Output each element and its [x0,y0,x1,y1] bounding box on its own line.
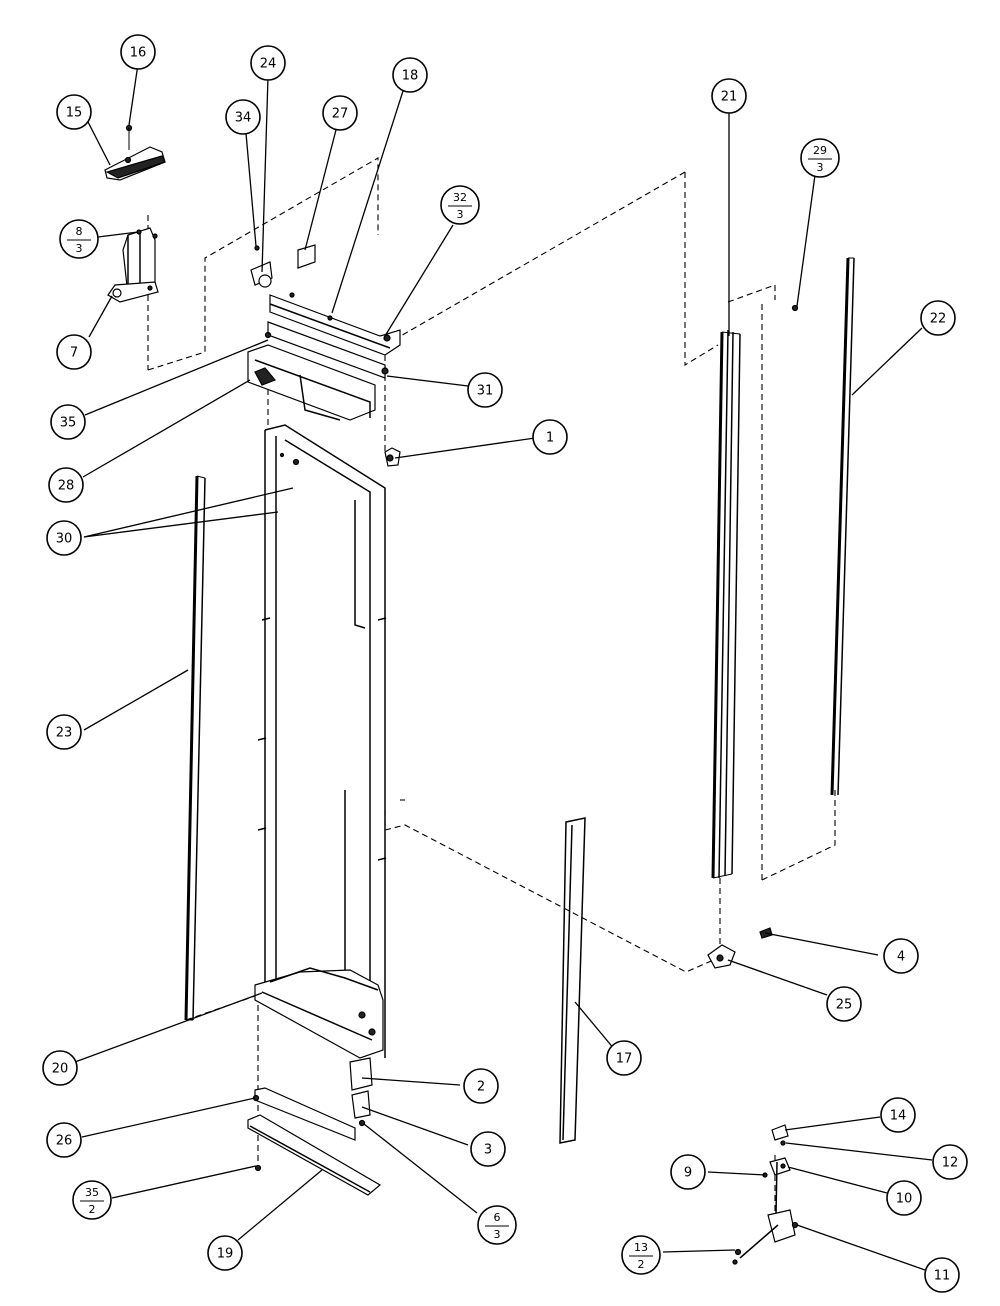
svg-text:27: 27 [332,107,349,122]
callouts: 16 15 8 3 7 24 34 27 18 [42,34,968,1293]
callout-13-over-2: 13 2 [621,1235,661,1275]
svg-text:12: 12 [942,1156,959,1171]
callout-30: 30 [46,520,82,556]
callout-16: 16 [120,34,156,70]
callout-21: 21 [711,78,747,114]
svg-text:3: 3 [457,208,464,221]
callout-25: 25 [826,986,862,1022]
vertical-strip-17-part [559,817,586,1144]
right-trim-22-part [830,257,855,796]
svg-text:3: 3 [484,1143,492,1158]
svg-text:35: 35 [85,1186,99,1199]
svg-text:24: 24 [260,57,277,72]
callout-19: 19 [207,1235,243,1271]
svg-text:35: 35 [60,416,77,431]
callout-15: 15 [56,94,92,130]
svg-text:28: 28 [58,479,75,494]
left-side-trim-part [184,475,206,1021]
svg-text:3: 3 [817,161,824,174]
callout-10: 10 [886,1180,922,1216]
svg-text:6: 6 [494,1211,501,1224]
right-rail-21-part [711,304,799,879]
svg-text:15: 15 [66,106,83,121]
svg-text:3: 3 [494,1228,501,1241]
svg-text:17: 17 [616,1052,633,1067]
svg-text:1: 1 [546,431,554,446]
top-hinge-bracket-part [107,227,159,303]
callout-3: 3 [470,1131,506,1167]
callout-8-over-3: 8 3 [59,219,99,259]
callout-6-over-3: 6 3 [477,1205,517,1245]
callout-9: 9 [670,1154,706,1190]
svg-text:31: 31 [477,384,494,399]
callout-23: 23 [46,714,82,750]
svg-text:30: 30 [56,532,73,547]
svg-text:34: 34 [235,111,252,126]
callout-26: 26 [46,1122,82,1158]
svg-text:25: 25 [836,998,853,1013]
svg-text:26: 26 [56,1134,73,1149]
callout-7: 7 [56,334,92,370]
callout-35-over-2: 35 2 [72,1180,112,1220]
svg-text:16: 16 [130,46,147,61]
leader-lines [74,63,933,1271]
svg-text:13: 13 [634,1241,648,1254]
assembly-lines [147,157,836,1220]
bottom-bracket-4-25-part [707,927,773,969]
svg-text:20: 20 [52,1062,69,1077]
callout-22: 22 [920,300,956,336]
svg-text:4: 4 [897,950,905,965]
bottom-rail-assembly [247,1057,382,1196]
svg-text:14: 14 [890,1109,907,1124]
callout-11: 11 [924,1257,960,1293]
callout-29-over-3: 29 3 [800,138,840,178]
callout-12: 12 [932,1144,968,1180]
svg-text:7: 7 [70,346,78,361]
svg-text:9: 9 [684,1166,692,1181]
callout-28: 28 [48,467,84,503]
callout-4: 4 [883,938,919,974]
svg-text:19: 19 [217,1247,234,1262]
svg-text:10: 10 [896,1192,913,1207]
callout-34: 34 [225,99,261,135]
callout-20: 20 [42,1050,78,1086]
callout-14: 14 [880,1097,916,1133]
callout-17: 17 [606,1040,642,1076]
callout-24: 24 [250,45,286,81]
callout-32-over-3: 32 3 [440,185,480,225]
svg-text:11: 11 [934,1269,951,1284]
svg-text:3: 3 [76,242,83,255]
svg-text:18: 18 [402,69,419,84]
svg-text:23: 23 [56,726,73,741]
callout-2: 2 [463,1068,499,1104]
top-rail-assembly [247,244,401,467]
svg-text:32: 32 [453,191,467,204]
svg-text:21: 21 [721,90,738,105]
door-frame-part [254,424,387,1059]
callout-27: 27 [322,95,358,131]
svg-text:22: 22 [930,312,947,327]
svg-text:29: 29 [813,144,827,157]
callout-18: 18 [392,57,428,93]
top-hinge-cover-part [104,124,166,181]
callout-31: 31 [467,372,503,408]
svg-text:2: 2 [89,1203,96,1216]
callout-35: 35 [50,404,86,440]
callout-1: 1 [532,419,568,455]
svg-text:2: 2 [638,1258,645,1271]
svg-text:2: 2 [477,1080,485,1095]
lower-hinge-assembly [732,1124,799,1265]
svg-text:8: 8 [76,225,83,238]
